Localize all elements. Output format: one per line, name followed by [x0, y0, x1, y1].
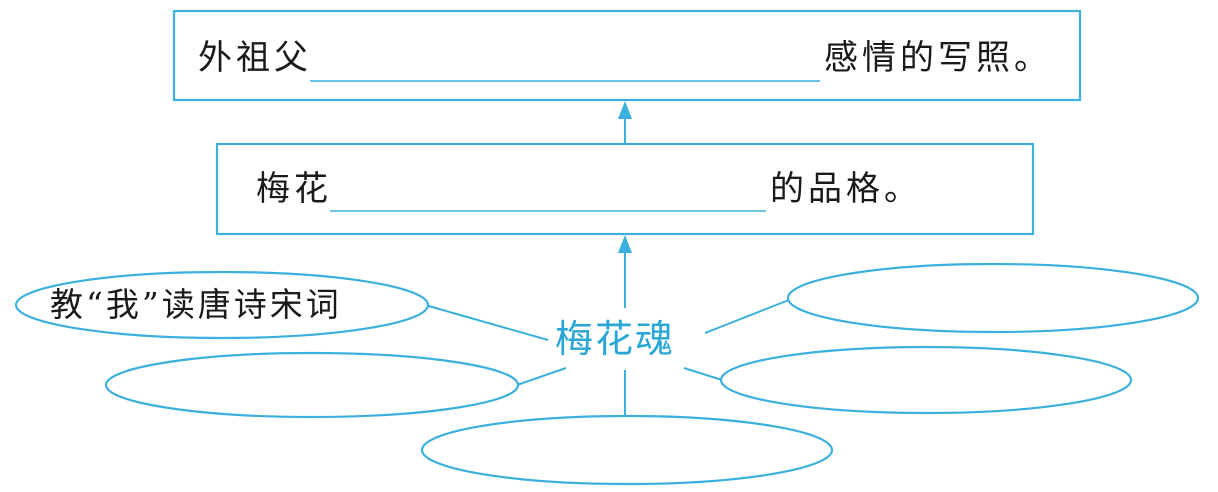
oval-bottom-right-shape[interactable] [719, 345, 1133, 415]
center-label: 梅花魂 [555, 317, 675, 361]
connector-bottom-left [516, 367, 567, 386]
top-box-frame [172, 9, 1082, 102]
middle-box-prefix: 梅花 [256, 169, 332, 209]
connector-top-left [424, 304, 549, 341]
arrow-middle-to-top-head [618, 101, 632, 119]
oval-bottom-left[interactable] [104, 351, 520, 419]
middle-box-suffix: 的品格。 [770, 169, 922, 209]
connector-top-right [704, 297, 795, 334]
top-box-suffix: 感情的写照。 [824, 38, 1052, 78]
arrow-center-to-middle-head [618, 235, 632, 253]
oval-top-right-shape[interactable] [786, 262, 1200, 334]
connector-bottom-right [683, 367, 723, 381]
oval-top-left-text: 教“我”读唐诗宋词 [50, 285, 342, 324]
oval-bottom-center[interactable] [420, 414, 834, 486]
top-box-prefix: 外祖父 [198, 38, 312, 78]
top-box: 外祖父 感情的写照。 [172, 9, 1082, 102]
middle-box: 梅花 的品格。 [215, 142, 1035, 236]
oval-bottom-left-shape[interactable] [104, 351, 520, 419]
middle-box-frame [215, 142, 1035, 236]
arrow-middle-to-top [618, 101, 632, 144]
oval-bottom-center-shape[interactable] [420, 414, 834, 486]
oval-top-left-shape[interactable] [14, 270, 430, 340]
oval-bottom-right[interactable] [719, 345, 1133, 415]
oval-top-left[interactable]: 教“我”读唐诗宋词 [14, 270, 430, 340]
arrow-center-to-middle [618, 235, 632, 308]
oval-top-right[interactable] [786, 262, 1200, 334]
